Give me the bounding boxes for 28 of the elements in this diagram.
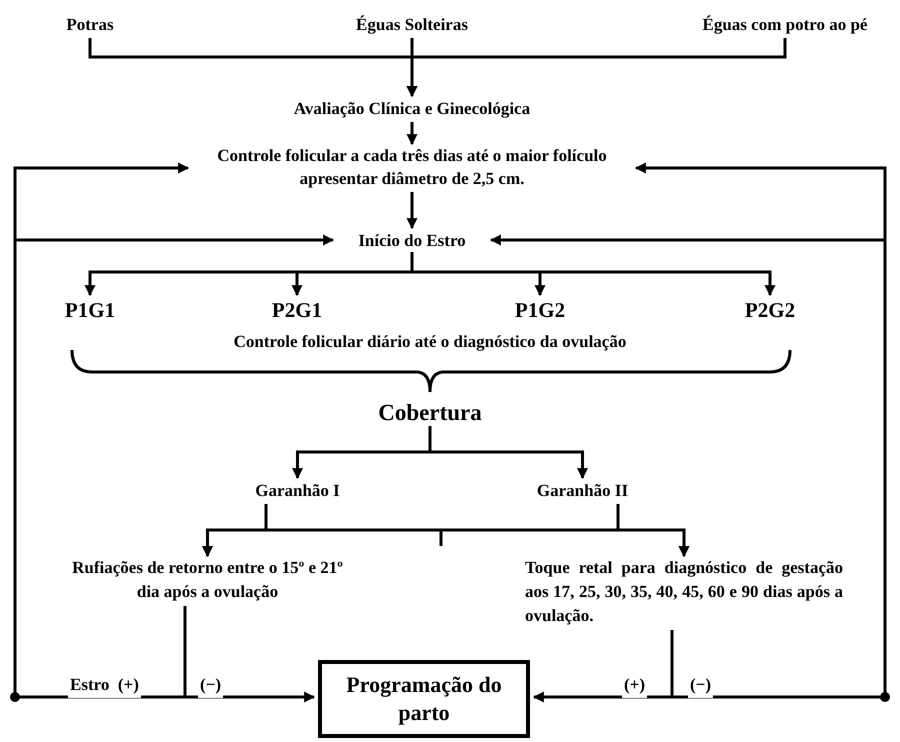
node-text: Éguas Solteiras bbox=[355, 14, 469, 36]
connector-arrow bbox=[406, 122, 418, 146]
connector-arrow bbox=[428, 426, 588, 480]
connector-arrow bbox=[184, 606, 316, 702]
node-text: Rufiações de retorno entre o 15º e 21º dia após a ovulação bbox=[71, 557, 344, 603]
node-text: Avaliação Clínica e Ginecológica bbox=[292, 98, 532, 120]
connector-arrow bbox=[532, 630, 674, 702]
node-text: Potras bbox=[65, 14, 115, 36]
node-text: Garanhão II bbox=[536, 480, 630, 502]
connector-arrow bbox=[406, 192, 418, 230]
process-box bbox=[318, 660, 530, 738]
node-text: Garanhão I bbox=[254, 480, 341, 502]
connector-arrow bbox=[410, 252, 776, 296]
node-text: P1G2 bbox=[514, 297, 566, 324]
node-text: P2G1 bbox=[270, 297, 324, 324]
node-text: Toque retal para diagnóstico de gestação aos 17, 25, 30, 35, 40, 45, 60 e 90 dias após a ovulação. bbox=[525, 557, 843, 627]
connector-arrow bbox=[14, 234, 334, 698]
node-text: Início do Estro bbox=[357, 230, 467, 252]
node-text: Cobertura bbox=[377, 399, 483, 427]
node-text: P1G1 bbox=[64, 297, 116, 324]
node-text: Controle folicular a cada três dias até o maior folículo apresentar diâmetro de 2,5 cm. bbox=[216, 145, 608, 190]
connector-arrow bbox=[616, 504, 690, 558]
connector-arrow bbox=[406, 38, 786, 98]
node-text: Programação do parto bbox=[345, 671, 503, 727]
brace-label: Controle folicular diário até o diagnóstico da ovulação bbox=[232, 331, 628, 353]
node-text: P2G2 bbox=[744, 297, 796, 324]
node-text: Éguas com potro ao pé bbox=[702, 14, 868, 36]
connector-arrow bbox=[490, 234, 886, 698]
